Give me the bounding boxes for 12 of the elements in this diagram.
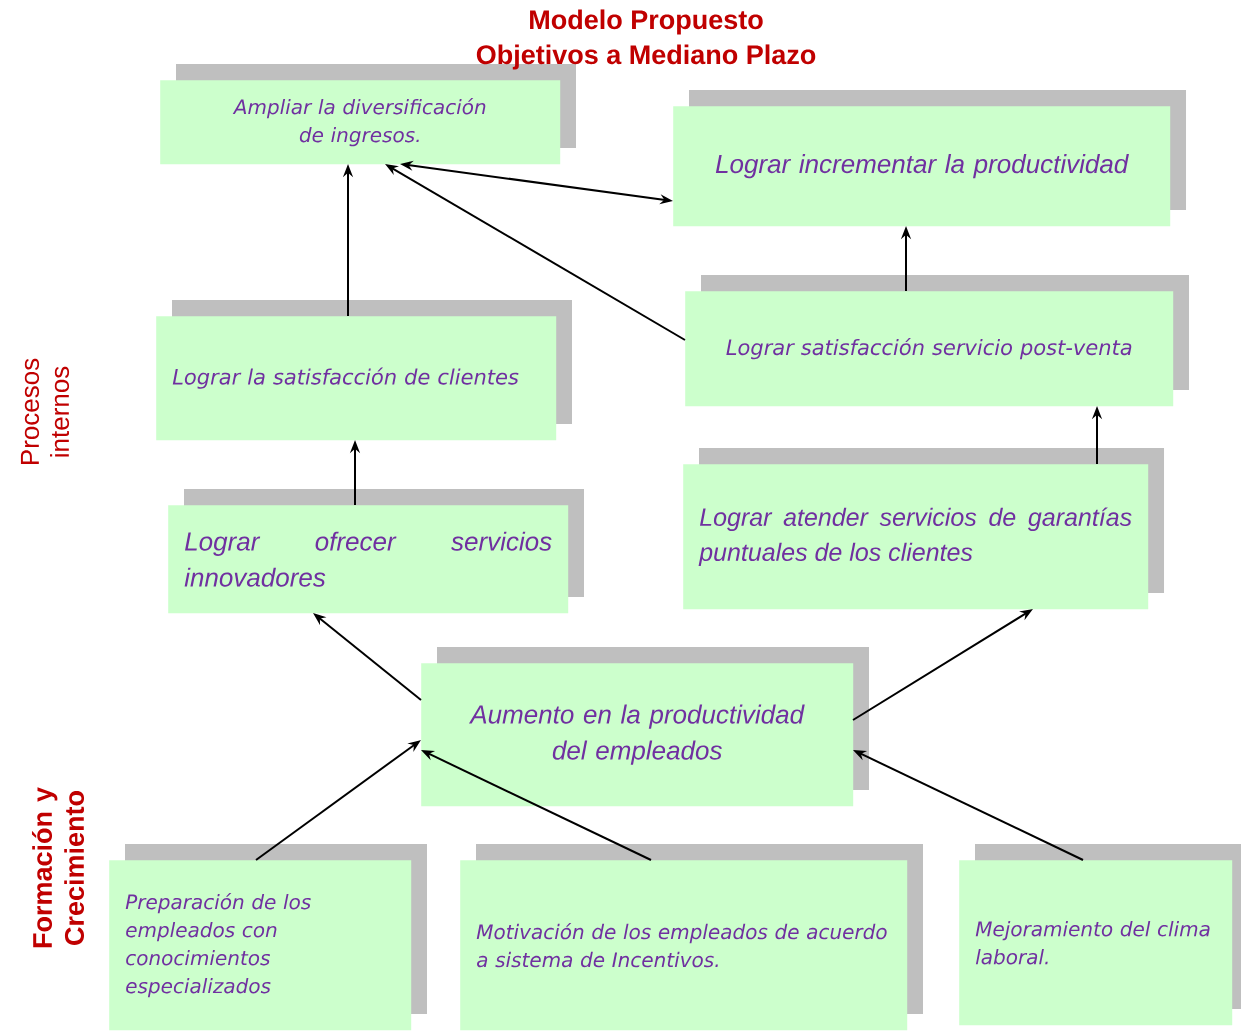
goal-box: Lograr incrementar la productividad [673, 90, 1186, 227]
goal-box: Mejoramiento del clima laboral. [959, 844, 1241, 1026]
section-label: Formación y Crecimiento [31, 787, 85, 948]
title: Modelo Propuesto [530, 9, 763, 35]
section-label: Procesos internos [20, 358, 70, 465]
goal-box: Lograr ofrecer servicios innovadores [168, 489, 584, 614]
goal-box: Lograr satisfacción servicio post-venta [685, 275, 1189, 407]
goal-box: Aumento en la productividad del empleados [421, 647, 869, 807]
goal-box: Lograr la satisfacción de clientes [156, 300, 572, 441]
goal-box: Preparación de los empleados con conocimientos especializados [109, 844, 427, 1031]
goal-box: Motivación de los empleados de acuerdo a sistema de Incentivos. [460, 844, 923, 1031]
goal-box: Lograr atender servicios de garantías puntuales de los clientes [683, 448, 1164, 610]
